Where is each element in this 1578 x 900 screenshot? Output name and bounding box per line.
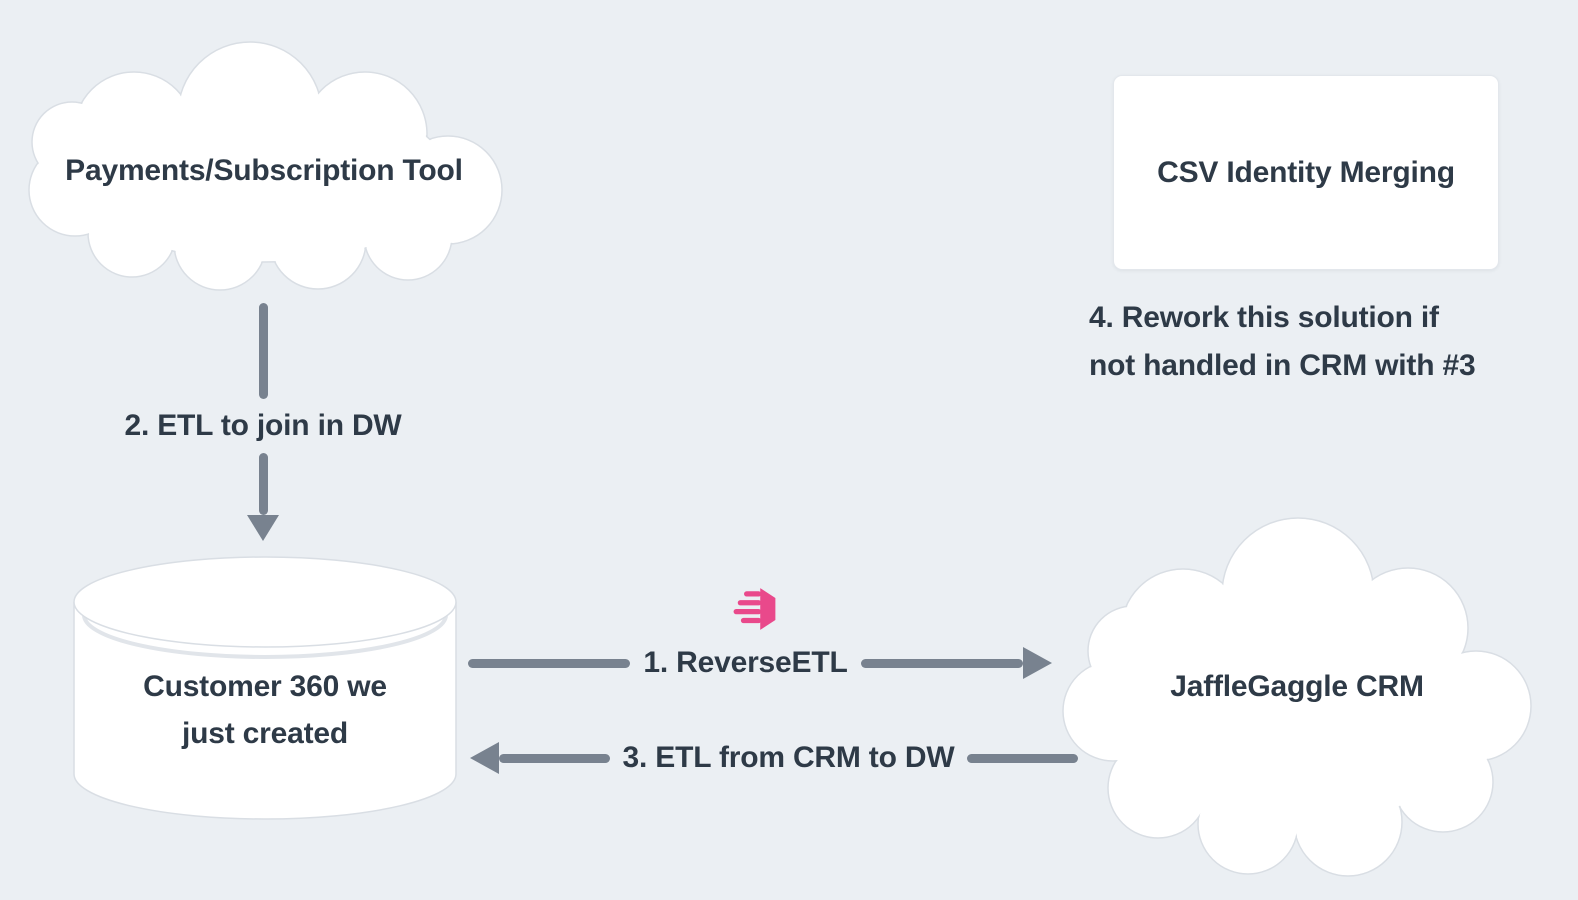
arrow-reverse-etl: 1. ReverseETL bbox=[468, 640, 1052, 686]
arrow-etl-from-crm-head bbox=[470, 742, 499, 774]
arrow-etl-to-dw-label: 2. ETL to join in DW bbox=[124, 409, 402, 442]
payments-cloud: Payments/Subscription Tool bbox=[16, 40, 512, 292]
arrow-etl-from-crm-line-left bbox=[499, 753, 610, 763]
arrow-reverse-etl-line-right bbox=[860, 658, 1023, 668]
crm-cloud: JaffleGaggle CRM bbox=[1058, 516, 1536, 884]
rework-note: 4. Rework this solution if not handled i… bbox=[1089, 294, 1476, 390]
cloud-shape bbox=[1062, 517, 1532, 877]
customer360-cylinder: Customer 360 we just created bbox=[72, 555, 458, 821]
arrow-etl-from-crm-line-right bbox=[967, 753, 1078, 763]
customer360-label-line2: just created bbox=[182, 717, 348, 750]
arrow-etl-to-dw: 2. ETL to join in DW bbox=[113, 303, 413, 541]
rework-note-line1: 4. Rework this solution if bbox=[1089, 301, 1439, 334]
arrow-etl-to-dw-line-bottom bbox=[258, 453, 268, 515]
rework-note-line2: not handled in CRM with #3 bbox=[1089, 349, 1476, 382]
arrow-reverse-etl-head bbox=[1023, 647, 1052, 679]
csv-identity-box: CSV Identity Merging bbox=[1113, 75, 1499, 270]
customer360-label-line1: Customer 360 we bbox=[143, 670, 387, 703]
arrow-reverse-etl-label: 1. ReverseETL bbox=[643, 646, 848, 679]
cloud-shape bbox=[28, 41, 503, 291]
payments-cloud-label: Payments/Subscription Tool bbox=[65, 154, 463, 187]
arrow-etl-to-dw-line-top bbox=[258, 303, 268, 399]
arrow-etl-to-dw-head bbox=[247, 515, 279, 541]
arrow-etl-from-crm: 3. ETL from CRM to DW bbox=[470, 735, 1078, 781]
arrow-etl-from-crm-label: 3. ETL from CRM to DW bbox=[622, 741, 955, 774]
census-logo-icon bbox=[731, 586, 779, 632]
csv-identity-box-label: CSV Identity Merging bbox=[1157, 155, 1455, 189]
arrow-reverse-etl-line-left bbox=[468, 658, 631, 668]
cylinder-shape bbox=[73, 556, 457, 820]
crm-cloud-label: JaffleGaggle CRM bbox=[1170, 670, 1424, 703]
